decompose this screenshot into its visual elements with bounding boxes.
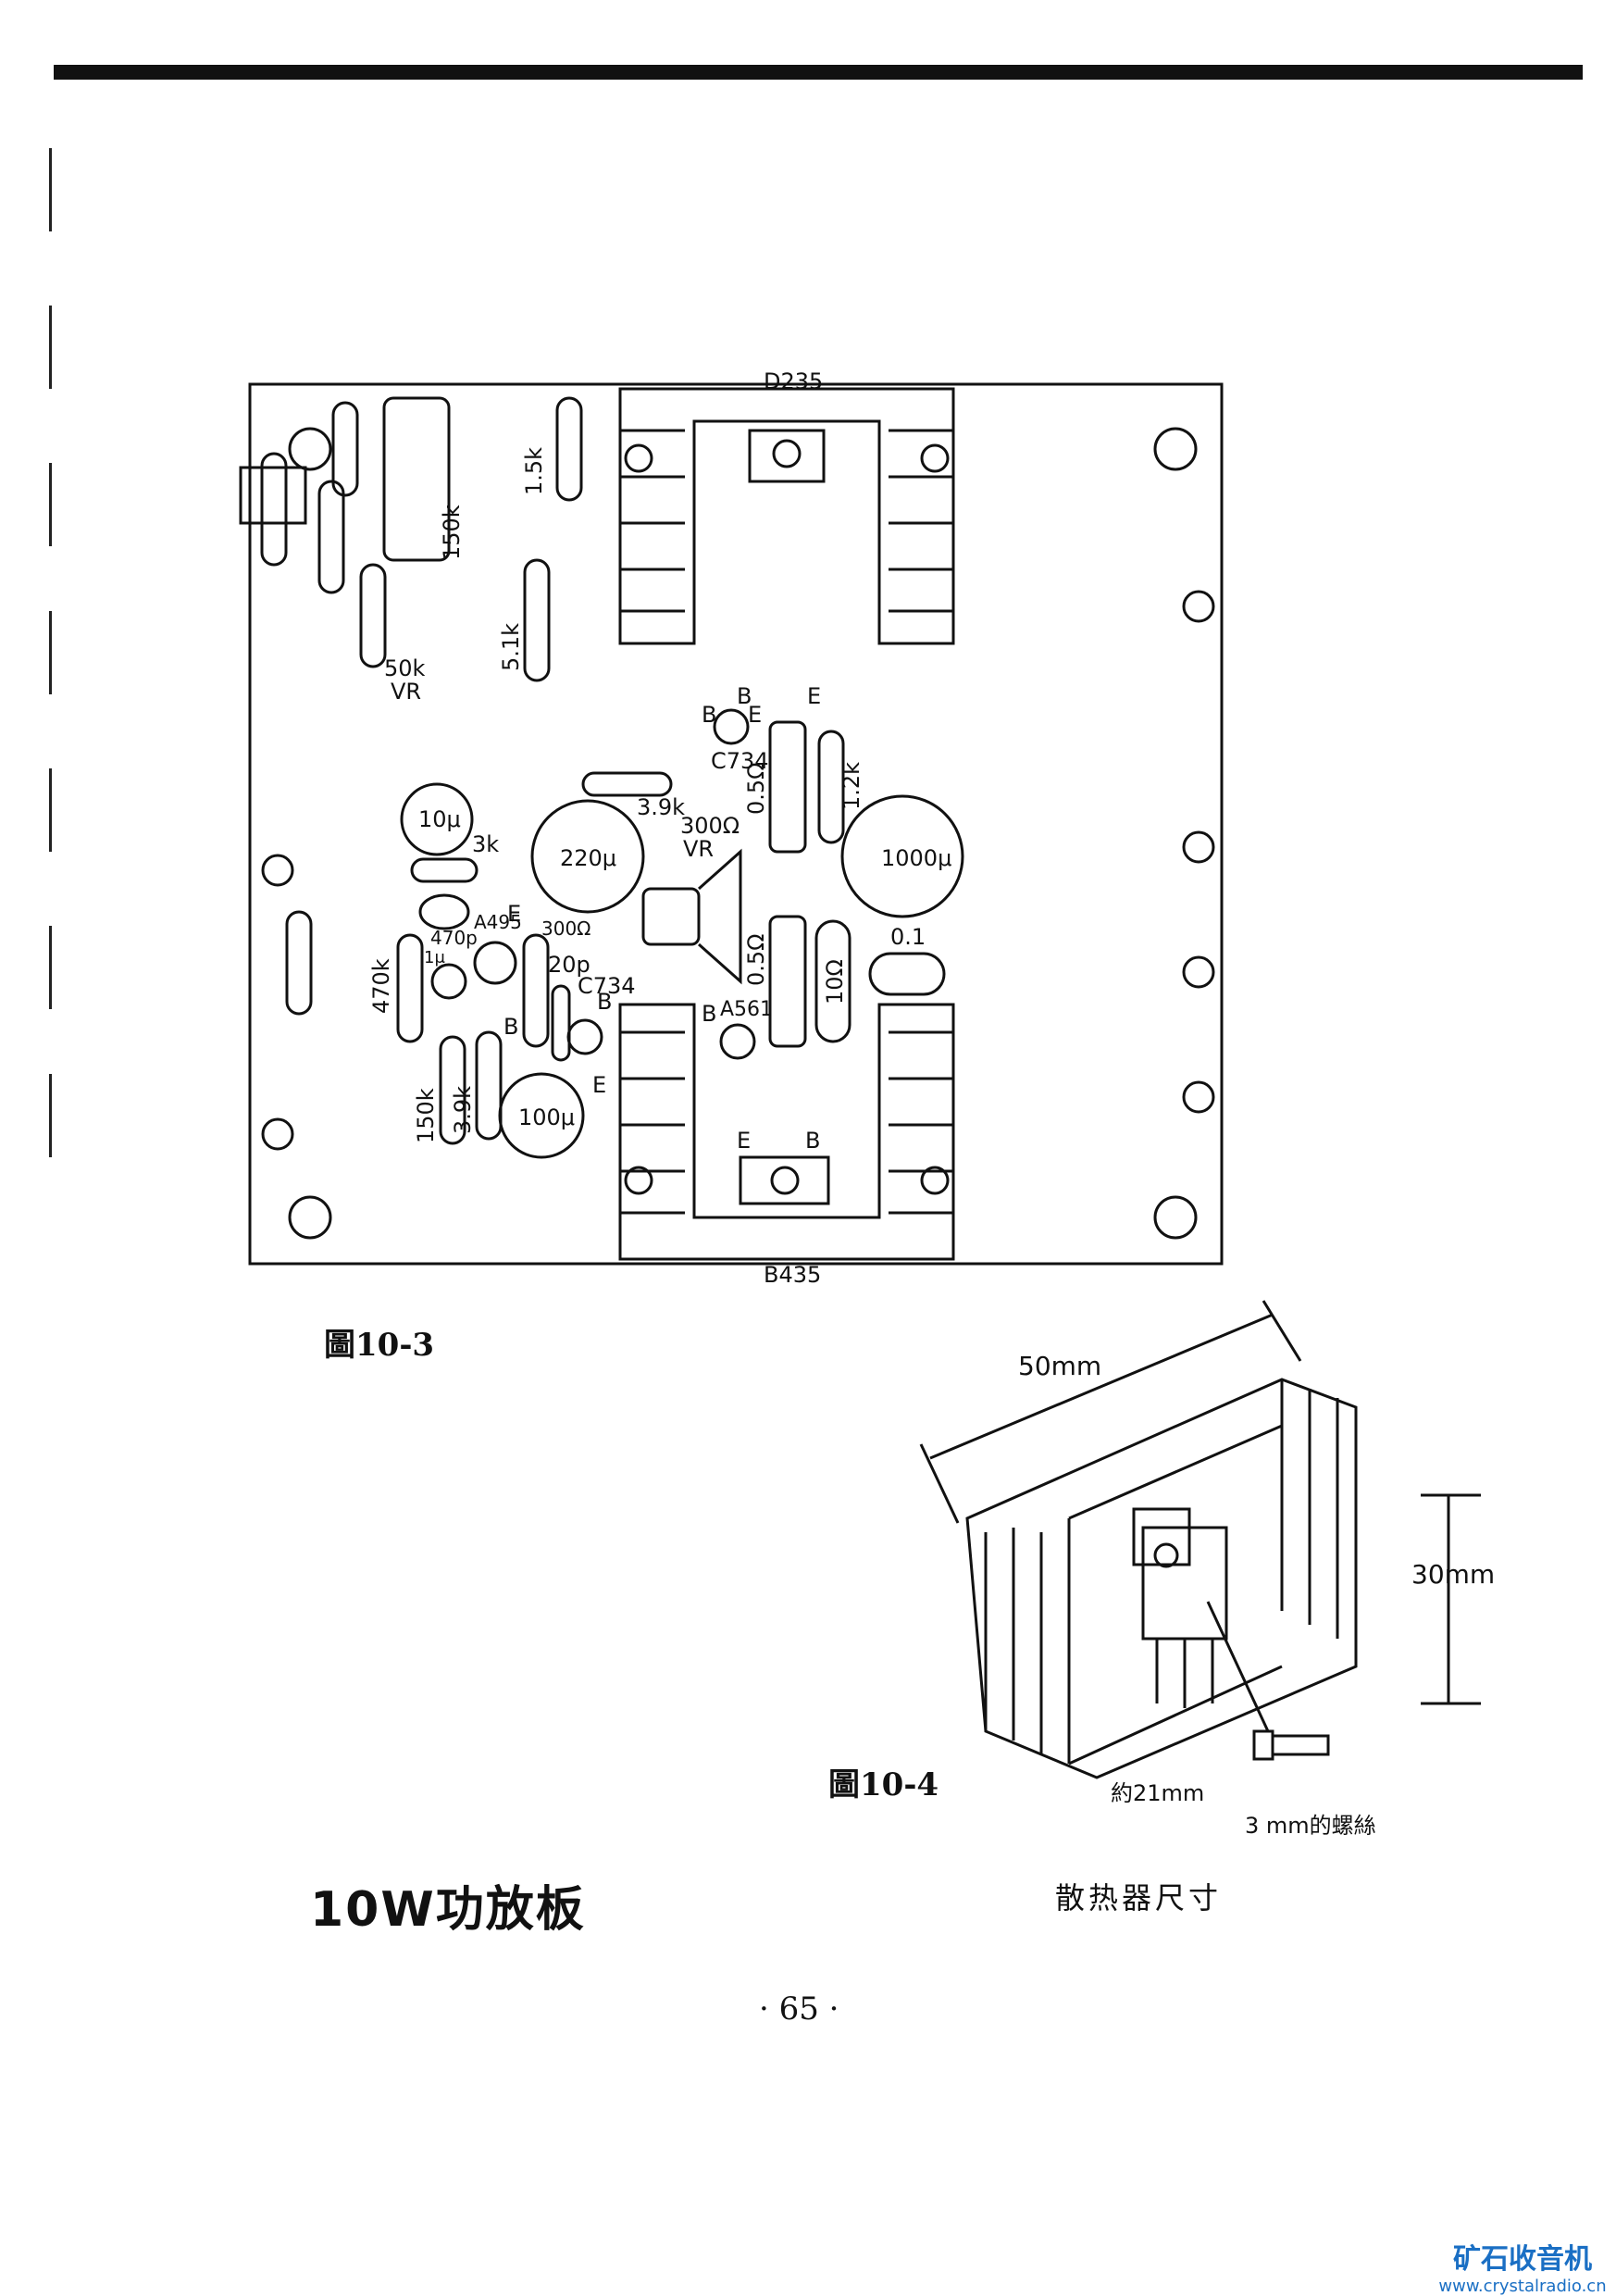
- resistor-0-5-bot: [768, 915, 807, 1048]
- margin-mark: [49, 1074, 52, 1157]
- margin-mark: [49, 148, 52, 231]
- margin-mark: [49, 768, 52, 852]
- svg-text:E: E: [737, 1128, 751, 1154]
- svg-text:VR: VR: [683, 836, 714, 862]
- svg-text:C734: C734: [711, 748, 769, 774]
- page-number: · 65 ·: [759, 1990, 839, 2028]
- resistor-0-5-top: [768, 720, 807, 854]
- svg-text:B: B: [597, 989, 612, 1015]
- heatsink-transistor: [1141, 1526, 1228, 1641]
- capacitor-100u: [498, 1072, 585, 1159]
- svg-text:B: B: [805, 1128, 820, 1154]
- margin-mark: [49, 463, 52, 546]
- svg-text:300Ω: 300Ω: [680, 813, 740, 839]
- svg-text:150k: 150k: [413, 1088, 439, 1143]
- svg-text:B: B: [702, 1001, 716, 1027]
- svg-text:50k: 50k: [384, 655, 426, 681]
- resistor-1-2k: [817, 730, 845, 844]
- vr-300: [641, 887, 701, 946]
- svg-text:C734: C734: [578, 973, 636, 999]
- svg-text:D235: D235: [764, 368, 823, 394]
- dim-30mm-label: 30mm: [1411, 1559, 1495, 1590]
- resistor-300: [522, 933, 550, 1048]
- svg-text:0.5Ω: 0.5Ω: [743, 933, 769, 986]
- resistor-470k: [396, 933, 424, 1043]
- figure-10-3-caption: 圖10-3: [324, 1327, 435, 1364]
- svg-text:A495: A495: [474, 911, 522, 933]
- svg-text:1.2k: 1.2k: [839, 762, 864, 810]
- svg-text:10Ω: 10Ω: [822, 959, 848, 1004]
- margin-mark: [49, 926, 52, 1009]
- watermark-url: www.crystalradio.cn: [1438, 2277, 1607, 2296]
- svg-text:300Ω: 300Ω: [541, 917, 590, 940]
- resistor-1-5k: [555, 396, 583, 502]
- svg-text:1μ: 1μ: [424, 948, 445, 967]
- margin-mark: [49, 306, 52, 389]
- capacitor-10u: [400, 782, 474, 856]
- heatsink-top: [618, 387, 955, 645]
- heatsink-body: [965, 1378, 1358, 1779]
- svg-text:5.1k: 5.1k: [498, 623, 524, 671]
- transistor-c734-bot: [566, 1018, 603, 1055]
- capacitor-1000u: [840, 794, 964, 918]
- resistor-3-9k-top: [581, 771, 673, 797]
- svg-text:E: E: [807, 683, 821, 709]
- svg-text:B: B: [503, 1014, 518, 1040]
- transistor-a495: [473, 941, 517, 985]
- dim-50mm-label: 50mm: [1018, 1351, 1101, 1381]
- svg-text:E: E: [748, 702, 762, 728]
- svg-text:VR: VR: [391, 679, 421, 705]
- watermark-name: 矿石收音机: [1453, 2243, 1592, 2276]
- screw-label: 3 mm的螺絲: [1245, 1813, 1376, 1839]
- transistor-a561: [719, 1023, 756, 1060]
- svg-text:20p: 20p: [548, 952, 590, 978]
- svg-text:220μ: 220μ: [560, 845, 616, 871]
- svg-text:100μ: 100μ: [518, 1104, 575, 1130]
- resistor-5-1k: [523, 558, 551, 682]
- svg-text:3.9k: 3.9k: [450, 1086, 476, 1134]
- svg-text:3k: 3k: [472, 831, 499, 857]
- transistor-d235: [748, 429, 826, 483]
- resistor-10: [814, 919, 852, 1043]
- dim-50mm-line: [929, 1313, 1274, 1460]
- margin-mark: [49, 611, 52, 694]
- svg-text:1000μ: 1000μ: [881, 845, 951, 871]
- svg-text:A561: A561: [720, 998, 773, 1021]
- svg-text:10μ: 10μ: [418, 806, 461, 832]
- page-title: 10W功放板: [310, 1882, 586, 1938]
- svg-text:470p: 470p: [430, 927, 478, 949]
- capacitor-470p: [418, 893, 470, 930]
- screw: [1252, 1729, 1330, 1761]
- heatsink-figure: 50mm 30mm 約21mm 3 mm的螺絲: [919, 1300, 1495, 1839]
- svg-text:B435: B435: [764, 1262, 821, 1288]
- svg-text:E: E: [507, 901, 521, 927]
- transistor-b435: [739, 1155, 830, 1205]
- vr-50k: [382, 396, 451, 562]
- svg-text:B: B: [702, 702, 716, 728]
- svg-text:470k: 470k: [368, 958, 394, 1014]
- transistor-c734-top: [713, 708, 750, 745]
- svg-text:150k: 150k: [439, 505, 465, 560]
- resistor-3-9k-bot: [475, 1030, 503, 1141]
- svg-text:E: E: [592, 1072, 606, 1098]
- watermark: 矿石收音机 www.crystalradio.cn: [1435, 2236, 1610, 2296]
- heatsink-bottom: [618, 1003, 955, 1261]
- capacitor-0-1: [868, 952, 946, 996]
- capacitor-220u: [530, 799, 645, 914]
- resistor-150k-bot: [439, 1035, 466, 1145]
- svg-text:3.9k: 3.9k: [637, 794, 685, 820]
- dim-21mm-label: 約21mm: [1111, 1780, 1204, 1806]
- resistor-3k: [410, 857, 479, 883]
- top-rule: [54, 65, 1583, 80]
- resistor-150k-top: [260, 452, 288, 567]
- pcb-layout-figure: D235 B435 50k VR 150k 1.5k 5.1k 3.9k 220…: [239, 368, 1224, 1288]
- svg-text:B: B: [737, 683, 752, 709]
- svg-text:0.1: 0.1: [890, 924, 926, 950]
- capacitor-1u: [430, 963, 467, 1000]
- figure-10-4-caption: 圖10-4: [828, 1766, 939, 1803]
- figure-10-4-subtitle: 散热器尺寸: [1055, 1880, 1223, 1915]
- svg-text:1.5k: 1.5k: [521, 447, 547, 495]
- svg-text:0.5Ω: 0.5Ω: [743, 762, 769, 815]
- capacitor-20p: [551, 984, 571, 1062]
